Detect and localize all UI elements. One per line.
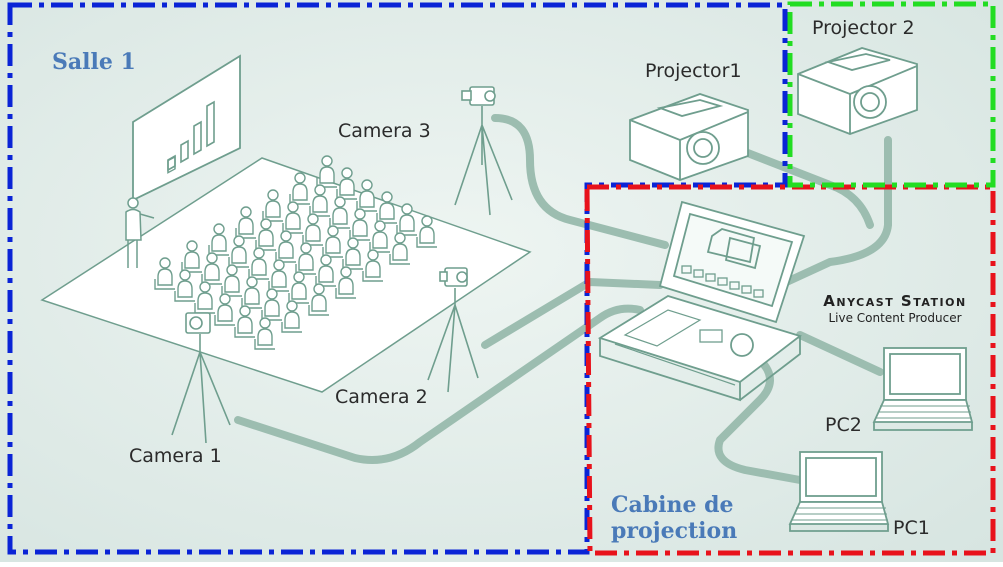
camera-1-label: Camera 1 xyxy=(129,445,222,467)
presenter-figure xyxy=(125,197,155,268)
cable-camera3 xyxy=(491,114,669,249)
booth-zone-border xyxy=(584,184,996,556)
booth-zone-title-line2: projection xyxy=(611,518,738,544)
cable-projector2 xyxy=(776,136,892,289)
projector-2 xyxy=(797,47,918,135)
anycast-brand: Anycast Station Live Content Producer xyxy=(795,292,995,325)
booth-zone-title-line1: Cabine de xyxy=(611,492,734,518)
anycast-station xyxy=(597,200,806,402)
pc-1 xyxy=(788,451,890,532)
pc-2-label: PC2 xyxy=(825,414,862,436)
cable-pc2 xyxy=(796,331,884,376)
camera-1 xyxy=(171,312,231,444)
room-zone-title: Salle 1 xyxy=(52,49,136,75)
camera-3-label: Camera 3 xyxy=(338,120,431,142)
anycast-brand-name: Anycast Station xyxy=(823,292,967,310)
cable-camera1 xyxy=(234,304,644,464)
projector-1 xyxy=(629,93,749,181)
projector-1-label: Projector1 xyxy=(645,60,742,82)
pc-2 xyxy=(872,347,974,431)
zone-borders xyxy=(7,1,996,556)
projector-2-label: Projector 2 xyxy=(812,17,915,39)
booth-zone-title: Cabine de projection xyxy=(611,492,737,544)
projector2-zone-border xyxy=(787,1,996,188)
cable-pc1 xyxy=(714,356,804,484)
camera-2-label: Camera 2 xyxy=(335,386,428,408)
camera-2 xyxy=(427,267,479,393)
presentation-board xyxy=(132,54,241,202)
anycast-brand-tagline: Live Content Producer xyxy=(828,311,962,325)
pc-1-label: PC1 xyxy=(893,517,930,539)
camera-3 xyxy=(454,86,513,216)
